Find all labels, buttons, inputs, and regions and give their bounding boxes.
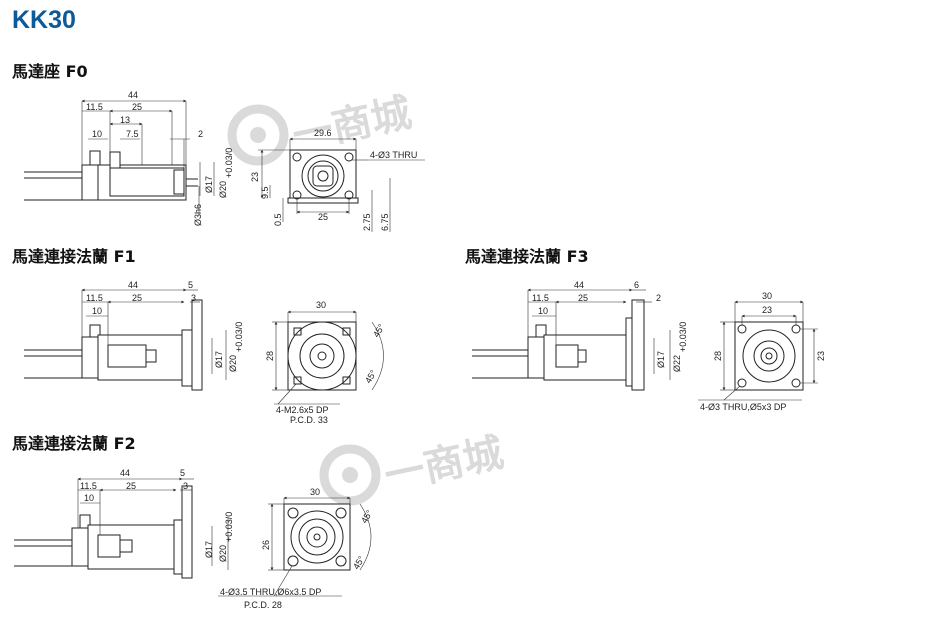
f3-side-dim-44: 44 bbox=[574, 280, 584, 290]
watermark-text: 一商城 bbox=[289, 91, 416, 159]
f3-side-dim-2: 2 bbox=[656, 293, 661, 303]
f1-side-phi20-tol: +0.03/0 bbox=[234, 322, 244, 352]
f0-front-holes: 4-Ø3 THRU bbox=[370, 150, 417, 160]
f0-side-phi3: Ø3h6 bbox=[193, 204, 203, 226]
f0-side-phi20-tol: +0.03/0 bbox=[224, 148, 234, 178]
f3-side-phi17: Ø17 bbox=[656, 351, 666, 368]
f1-front-view: 30 28 45° 45° 4-M2.6x5 DP P.C.D. 33 bbox=[265, 300, 387, 425]
f2-front-holes: 4-Ø3.5 THRU,Ø6x3.5 DP bbox=[220, 587, 321, 597]
f0-side-view: 44 11.5 25 13 10 7.5 2 Ø17 Ø20 +0.03/0 Ø… bbox=[24, 90, 234, 226]
f3-side-dim-11.5: 11.5 bbox=[532, 293, 549, 303]
page-title: KK30 bbox=[12, 6, 76, 34]
f2-side-dim-44: 44 bbox=[120, 468, 130, 478]
f1-side-phi20: Ø20 bbox=[228, 355, 238, 372]
heading-f2: 馬達連接法蘭 F2 bbox=[12, 434, 136, 453]
f3-front-dim-30: 30 bbox=[762, 291, 772, 301]
f1-side-view: 44 5 11.5 25 3 10 Ø17 Ø20 +0.03/0 bbox=[24, 280, 244, 391]
f2-side-dim-3: 3 bbox=[183, 481, 188, 491]
f3-side-phi22-tol: +0.03/0 bbox=[678, 322, 688, 352]
f1-front-dim-30: 30 bbox=[316, 300, 326, 310]
f0-front-dim-6.75: 6.75 bbox=[380, 213, 390, 231]
f0-front-dim-29.6: 29.6 bbox=[314, 128, 332, 138]
f1-front-dim-28: 28 bbox=[265, 351, 275, 361]
f2-front-dim-30: 30 bbox=[310, 487, 320, 497]
f2-side-dim-11.5: 11.5 bbox=[80, 481, 97, 491]
f2-side-phi17: Ø17 bbox=[204, 541, 214, 558]
f2-side-view: 44 5 11.5 25 3 10 Ø17 Ø20 +0.03/0 bbox=[14, 468, 234, 579]
f2-side-dim-5: 5 bbox=[180, 468, 185, 478]
f1-side-dim-10: 10 bbox=[92, 306, 102, 316]
f2-front-view: 30 26 45° 45° 4-Ø3.5 THRU,Ø6x3.5 DP P.C.… bbox=[218, 487, 375, 610]
watermark-bottom: 一商城 bbox=[319, 431, 508, 506]
f0-side-phi17: Ø17 bbox=[204, 176, 214, 193]
f2-side-dim-25: 25 bbox=[126, 481, 136, 491]
f3-side-phi22: Ø22 bbox=[672, 355, 682, 372]
f3-front-dim-23a: 23 bbox=[762, 305, 772, 315]
f1-side-dim-3: 3 bbox=[191, 293, 196, 303]
f1-side-dim-5: 5 bbox=[188, 280, 193, 290]
f3-front-holes: 4-Ø3 THRU,Ø5x3 DP bbox=[700, 402, 786, 412]
f1-side-dim-25: 25 bbox=[132, 293, 142, 303]
f3-side-view: 44 6 11.5 25 2 10 Ø17 Ø22 +0.03/0 bbox=[472, 280, 688, 391]
f0-side-dim-11.5: 11.5 bbox=[86, 102, 103, 112]
f0-side-dim-25: 25 bbox=[132, 102, 142, 112]
f1-front-holes: 4-M2.6x5 DP bbox=[276, 405, 329, 415]
heading-f0: 馬達座 F0 bbox=[12, 62, 88, 81]
f0-side-dim-7.5: 7.5 bbox=[126, 129, 139, 139]
f3-side-dim-25: 25 bbox=[578, 293, 588, 303]
f2-front-pcd: P.C.D. 28 bbox=[244, 600, 282, 610]
f1-side-dim-11.5: 11.5 bbox=[86, 293, 103, 303]
f0-side-dim-44: 44 bbox=[128, 90, 138, 100]
f0-front-dim-9.5: 9.5 bbox=[260, 186, 270, 199]
f0-side-dim-10: 10 bbox=[92, 129, 102, 139]
f2-side-phi20: Ø20 bbox=[218, 545, 228, 562]
watermark-text: 一商城 bbox=[381, 431, 508, 499]
f0-side-phi20: Ø20 bbox=[218, 181, 228, 198]
f2-front-angle-45b: 45° bbox=[351, 554, 367, 571]
f3-side-dim-6: 6 bbox=[634, 280, 639, 290]
f0-front-dim-25: 25 bbox=[318, 212, 328, 222]
f0-side-dim-13: 13 bbox=[120, 115, 130, 125]
f0-front-view: 29.6 23 9.5 0.5 25 2.75 6.75 4-Ø3 THRU bbox=[250, 128, 425, 232]
f3-front-view: 30 23 28 23 4-Ø3 THRU,Ø5x3 DP bbox=[698, 291, 826, 412]
f3-front-dim-28: 28 bbox=[713, 351, 723, 361]
heading-f1: 馬達連接法蘭 F1 bbox=[12, 247, 136, 266]
f0-front-dim-2.75: 2.75 bbox=[362, 213, 372, 231]
f1-side-dim-44: 44 bbox=[128, 280, 138, 290]
f2-side-dim-10: 10 bbox=[84, 493, 94, 503]
f0-front-dim-23: 23 bbox=[250, 172, 260, 182]
f2-side-phi20-tol: +0.03/0 bbox=[224, 512, 234, 542]
f2-front-angle-45a: 45° bbox=[359, 508, 375, 525]
f3-side-dim-10: 10 bbox=[538, 306, 548, 316]
watermark-logo-icon bbox=[227, 104, 289, 166]
f1-front-pcd: P.C.D. 33 bbox=[290, 415, 328, 425]
f1-side-phi17: Ø17 bbox=[214, 351, 224, 368]
f3-front-dim-23b: 23 bbox=[816, 351, 826, 361]
f2-front-dim-26: 26 bbox=[261, 540, 271, 550]
f0-side-dim-2: 2 bbox=[198, 129, 203, 139]
heading-f3: 馬達連接法蘭 F3 bbox=[465, 247, 589, 266]
f0-front-dim-0.5: 0.5 bbox=[273, 213, 283, 226]
